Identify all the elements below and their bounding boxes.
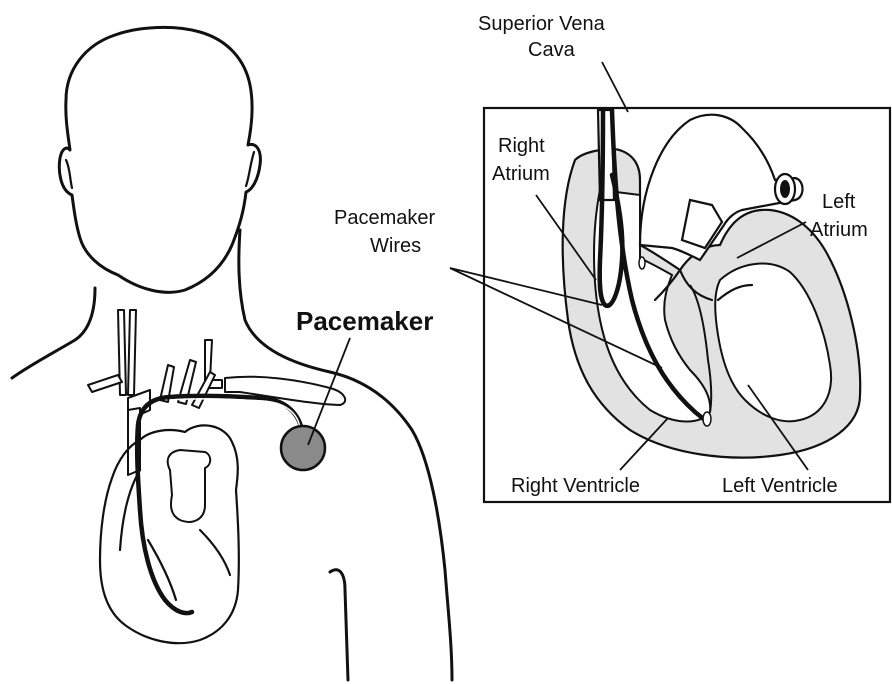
label-superior-vena-cava-line1: Superior Vena: [478, 13, 606, 35]
right-ear-detail: [246, 152, 254, 186]
inset-atrial-tip: [639, 257, 645, 269]
right-neck-outline: [239, 230, 330, 372]
leader-superior-vena-cava: [602, 62, 628, 112]
label-right-atrium-line2: Atrium: [492, 163, 550, 185]
label-pacemaker-wires-line2: Wires: [370, 235, 421, 257]
chest-heart: [100, 425, 239, 643]
right-shoulder-outline: [330, 372, 452, 680]
jugular-vein-mid: [128, 310, 136, 395]
subclavian-vein-long: [225, 377, 345, 405]
chest-heart-aortic-arch: [168, 450, 211, 522]
label-pacemaker-wires-line1: Pacemaker: [334, 207, 435, 229]
left-ear-detail: [66, 160, 72, 188]
label-left-ventricle: Left Ventricle: [722, 475, 838, 497]
branch-vein-left: [88, 375, 122, 392]
head-outline: [59, 27, 260, 292]
armpit-line: [330, 570, 348, 680]
human-figure: [12, 27, 452, 680]
aortic-opening-inner: [780, 180, 790, 198]
label-right-ventricle: Right Ventricle: [511, 475, 640, 497]
inset-wire-tip: [703, 412, 711, 426]
aortic-branch-3: [192, 372, 215, 408]
pacemaker-device: [281, 426, 325, 470]
label-superior-vena-cava-line2: Cava: [528, 39, 576, 61]
label-left-atrium-line1: Left: [822, 191, 856, 213]
pacemaker-label: Pacemaker: [296, 306, 433, 336]
left-shoulder-outline: [12, 288, 95, 378]
label-right-atrium-line1: Right: [498, 135, 545, 157]
chest-heart-detail-2: [200, 530, 230, 575]
label-left-atrium-line2: Atrium: [810, 219, 868, 241]
